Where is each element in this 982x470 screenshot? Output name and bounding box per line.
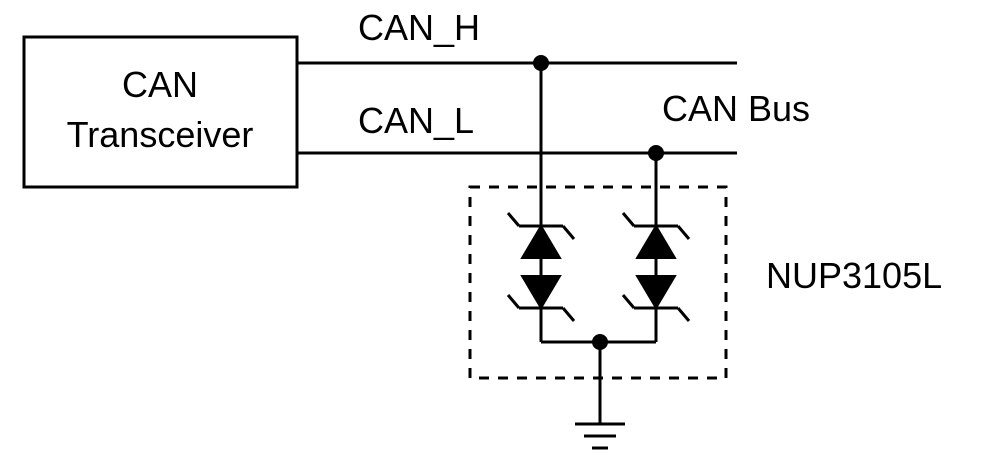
transceiver-box (22, 35, 299, 189)
right-upper-diode-triangle (635, 224, 677, 259)
left-lower-diode-triangle (520, 275, 562, 310)
transceiver-label-line1: CAN (122, 64, 198, 105)
nup3105l-package-outline (468, 185, 728, 380)
right-lower-diode-triangle (635, 275, 677, 310)
tvs-diode-pair-right (621, 153, 691, 342)
can-transceiver-block: CAN Transceiver (22, 35, 299, 189)
can-bus-label: CAN Bus (662, 88, 810, 129)
can-h-label: CAN_H (358, 7, 480, 48)
ground-icon (575, 422, 625, 450)
left-upper-diode-triangle (520, 224, 562, 259)
transceiver-label-line2: Transceiver (67, 114, 254, 155)
tvs-diode-pair-left (506, 63, 576, 342)
can-l-label: CAN_L (358, 100, 474, 141)
nup3105l-label: NUP3105L (766, 255, 942, 296)
